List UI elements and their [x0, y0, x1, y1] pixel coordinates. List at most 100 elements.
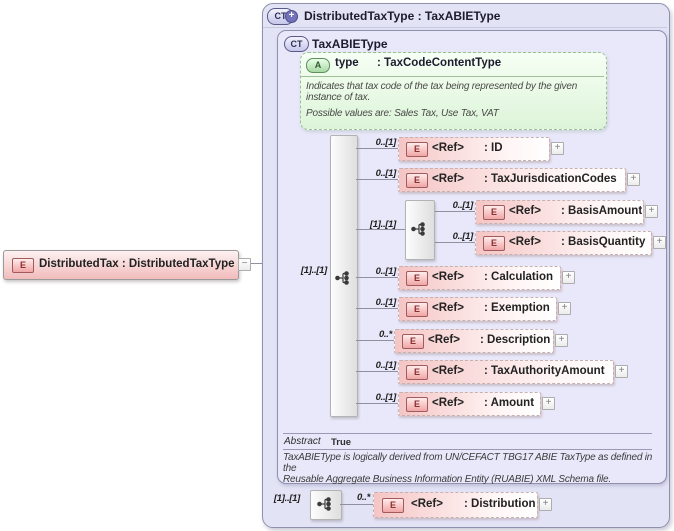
element-icon: E	[406, 271, 428, 286]
branch-line	[356, 277, 398, 278]
complex-type-derived-badge-icon: +	[285, 10, 298, 23]
element-ref: <Ref>	[432, 142, 464, 154]
cardinality-basis-group: [1]..[1]	[369, 219, 396, 230]
cardinality-distribution-group: [1]..[1]	[273, 493, 300, 504]
element-icon: E	[406, 142, 428, 157]
type-note-line2: Reusable Aggregate Business Information …	[283, 474, 611, 485]
element-icon: E	[12, 258, 34, 273]
element-name: : Description	[480, 334, 551, 346]
root-element-box[interactable]: E DistributedTax : DistributedTaxType	[3, 250, 239, 280]
abstract-value: True	[331, 437, 352, 448]
element-icon: E	[402, 334, 424, 349]
element-taxjurisdicationcodes[interactable]: E <Ref> : TaxJurisdicationCodes	[398, 168, 626, 192]
element-calculation[interactable]: E <Ref> : Calculation	[398, 266, 561, 290]
attribute-type: : TaxCodeContentType	[377, 57, 502, 69]
element-name: : TaxAuthorityAmount	[484, 365, 605, 377]
sequence-icon	[411, 222, 425, 236]
cardinality-basisamount: 0..[1]	[452, 200, 474, 211]
attribute-box[interactable]	[300, 52, 607, 130]
attribute-icon: A	[306, 58, 330, 73]
collapse-button-root[interactable]: −	[238, 258, 251, 271]
distribution-sequence-compositor[interactable]	[310, 490, 342, 520]
element-name: : Amount	[484, 397, 535, 409]
expand-button-exemption[interactable]: +	[558, 302, 571, 315]
basis-sequence-compositor[interactable]	[405, 200, 435, 260]
attribute-name: type	[335, 57, 359, 69]
cardinality-id: 0..[1]	[375, 137, 397, 148]
branch-line	[356, 179, 398, 180]
element-taxauthorityamount[interactable]: E <Ref> : TaxAuthorityAmount	[398, 360, 614, 384]
header-divider	[263, 27, 667, 28]
cardinality-taxjurisdicationcodes: 0..[1]	[375, 168, 397, 179]
expand-button-taxauthorityamount[interactable]: +	[615, 365, 628, 378]
attribute-doc-text: Indicates that tax code of the tax being…	[306, 81, 578, 103]
root-element-label: DistributedTax : DistributedTaxType	[39, 258, 235, 270]
element-name: : Distribution	[464, 498, 536, 510]
cardinality-calculation: 0..[1]	[375, 266, 397, 277]
branch-line	[433, 211, 475, 212]
expand-button-distribution[interactable]: +	[539, 498, 552, 511]
element-icon: E	[382, 498, 404, 513]
expand-button-amount[interactable]: +	[542, 397, 555, 410]
element-ref: <Ref>	[509, 205, 541, 217]
branch-line	[356, 308, 398, 309]
abstract-label: Abstract	[284, 436, 321, 447]
expand-button-taxjurisdicationcodes[interactable]: +	[627, 173, 640, 186]
branch-line	[356, 229, 405, 230]
expand-button-id[interactable]: +	[551, 142, 564, 155]
branch-line	[356, 148, 398, 149]
sequence-cardinality: [1]..[1]	[300, 265, 327, 276]
element-icon: E	[483, 205, 505, 220]
sequence-icon	[335, 271, 349, 285]
element-ref: <Ref>	[432, 365, 464, 377]
cardinality-distribution: 0..*	[356, 492, 370, 503]
attribute-doc-values: Possible values are: Sales Tax, Use Tax,…	[306, 108, 499, 119]
element-basisquantity[interactable]: E <Ref> : BasisQuantity	[475, 231, 652, 255]
element-ref: <Ref>	[428, 334, 460, 346]
element-name: : TaxJurisdicationCodes	[484, 173, 617, 185]
expand-button-basisamount[interactable]: +	[645, 205, 658, 218]
expand-button-calculation[interactable]: +	[562, 271, 575, 284]
type-note-line1: TaxABIEType is logically derived from UN…	[283, 452, 653, 474]
element-name: : ID	[484, 142, 503, 154]
branch-line	[356, 371, 398, 372]
cardinality-basisquantity: 0..[1]	[452, 231, 474, 242]
element-exemption[interactable]: E <Ref> : Exemption	[398, 297, 557, 321]
element-icon: E	[406, 302, 428, 317]
element-icon: E	[483, 236, 505, 251]
expand-button-description[interactable]: +	[555, 334, 568, 347]
branch-line	[356, 340, 394, 341]
cardinality-exemption: 0..[1]	[375, 297, 397, 308]
element-name: : BasisQuantity	[561, 236, 646, 248]
element-id[interactable]: E <Ref> : ID	[398, 137, 550, 161]
element-name: : Exemption	[484, 302, 550, 314]
sequence-compositor[interactable]	[330, 135, 358, 417]
base-type-title: TaxABIEType	[312, 37, 388, 51]
element-icon: E	[406, 173, 428, 188]
element-basisamount[interactable]: E <Ref> : BasisAmount	[475, 200, 644, 224]
base-type-icon: CT	[284, 36, 309, 52]
sequence-icon	[317, 497, 331, 511]
element-name: : BasisAmount	[561, 205, 643, 217]
element-ref: <Ref>	[432, 271, 464, 283]
element-icon: E	[406, 365, 428, 380]
expand-button-basisquantity[interactable]: +	[653, 236, 666, 249]
cardinality-amount: 0..[1]	[375, 392, 397, 403]
attribute-divider	[301, 76, 604, 77]
element-name: : Calculation	[484, 271, 554, 283]
element-ref: <Ref>	[432, 397, 464, 409]
complex-type-title: DistributedTaxType : TaxABIEType	[304, 9, 501, 23]
branch-line	[433, 242, 475, 243]
element-ref: <Ref>	[432, 173, 464, 185]
abstract-divider-bottom	[283, 449, 652, 450]
element-icon: E	[406, 397, 428, 412]
element-distribution[interactable]: E <Ref> : Distribution	[373, 492, 538, 518]
element-description[interactable]: E <Ref> : Description	[394, 329, 554, 353]
element-amount[interactable]: E <Ref> : Amount	[398, 392, 541, 416]
element-ref: <Ref>	[411, 498, 443, 510]
cardinality-description: 0..*	[378, 329, 392, 340]
abstract-divider-top	[283, 433, 652, 434]
branch-line	[340, 504, 373, 505]
branch-line	[356, 403, 398, 404]
